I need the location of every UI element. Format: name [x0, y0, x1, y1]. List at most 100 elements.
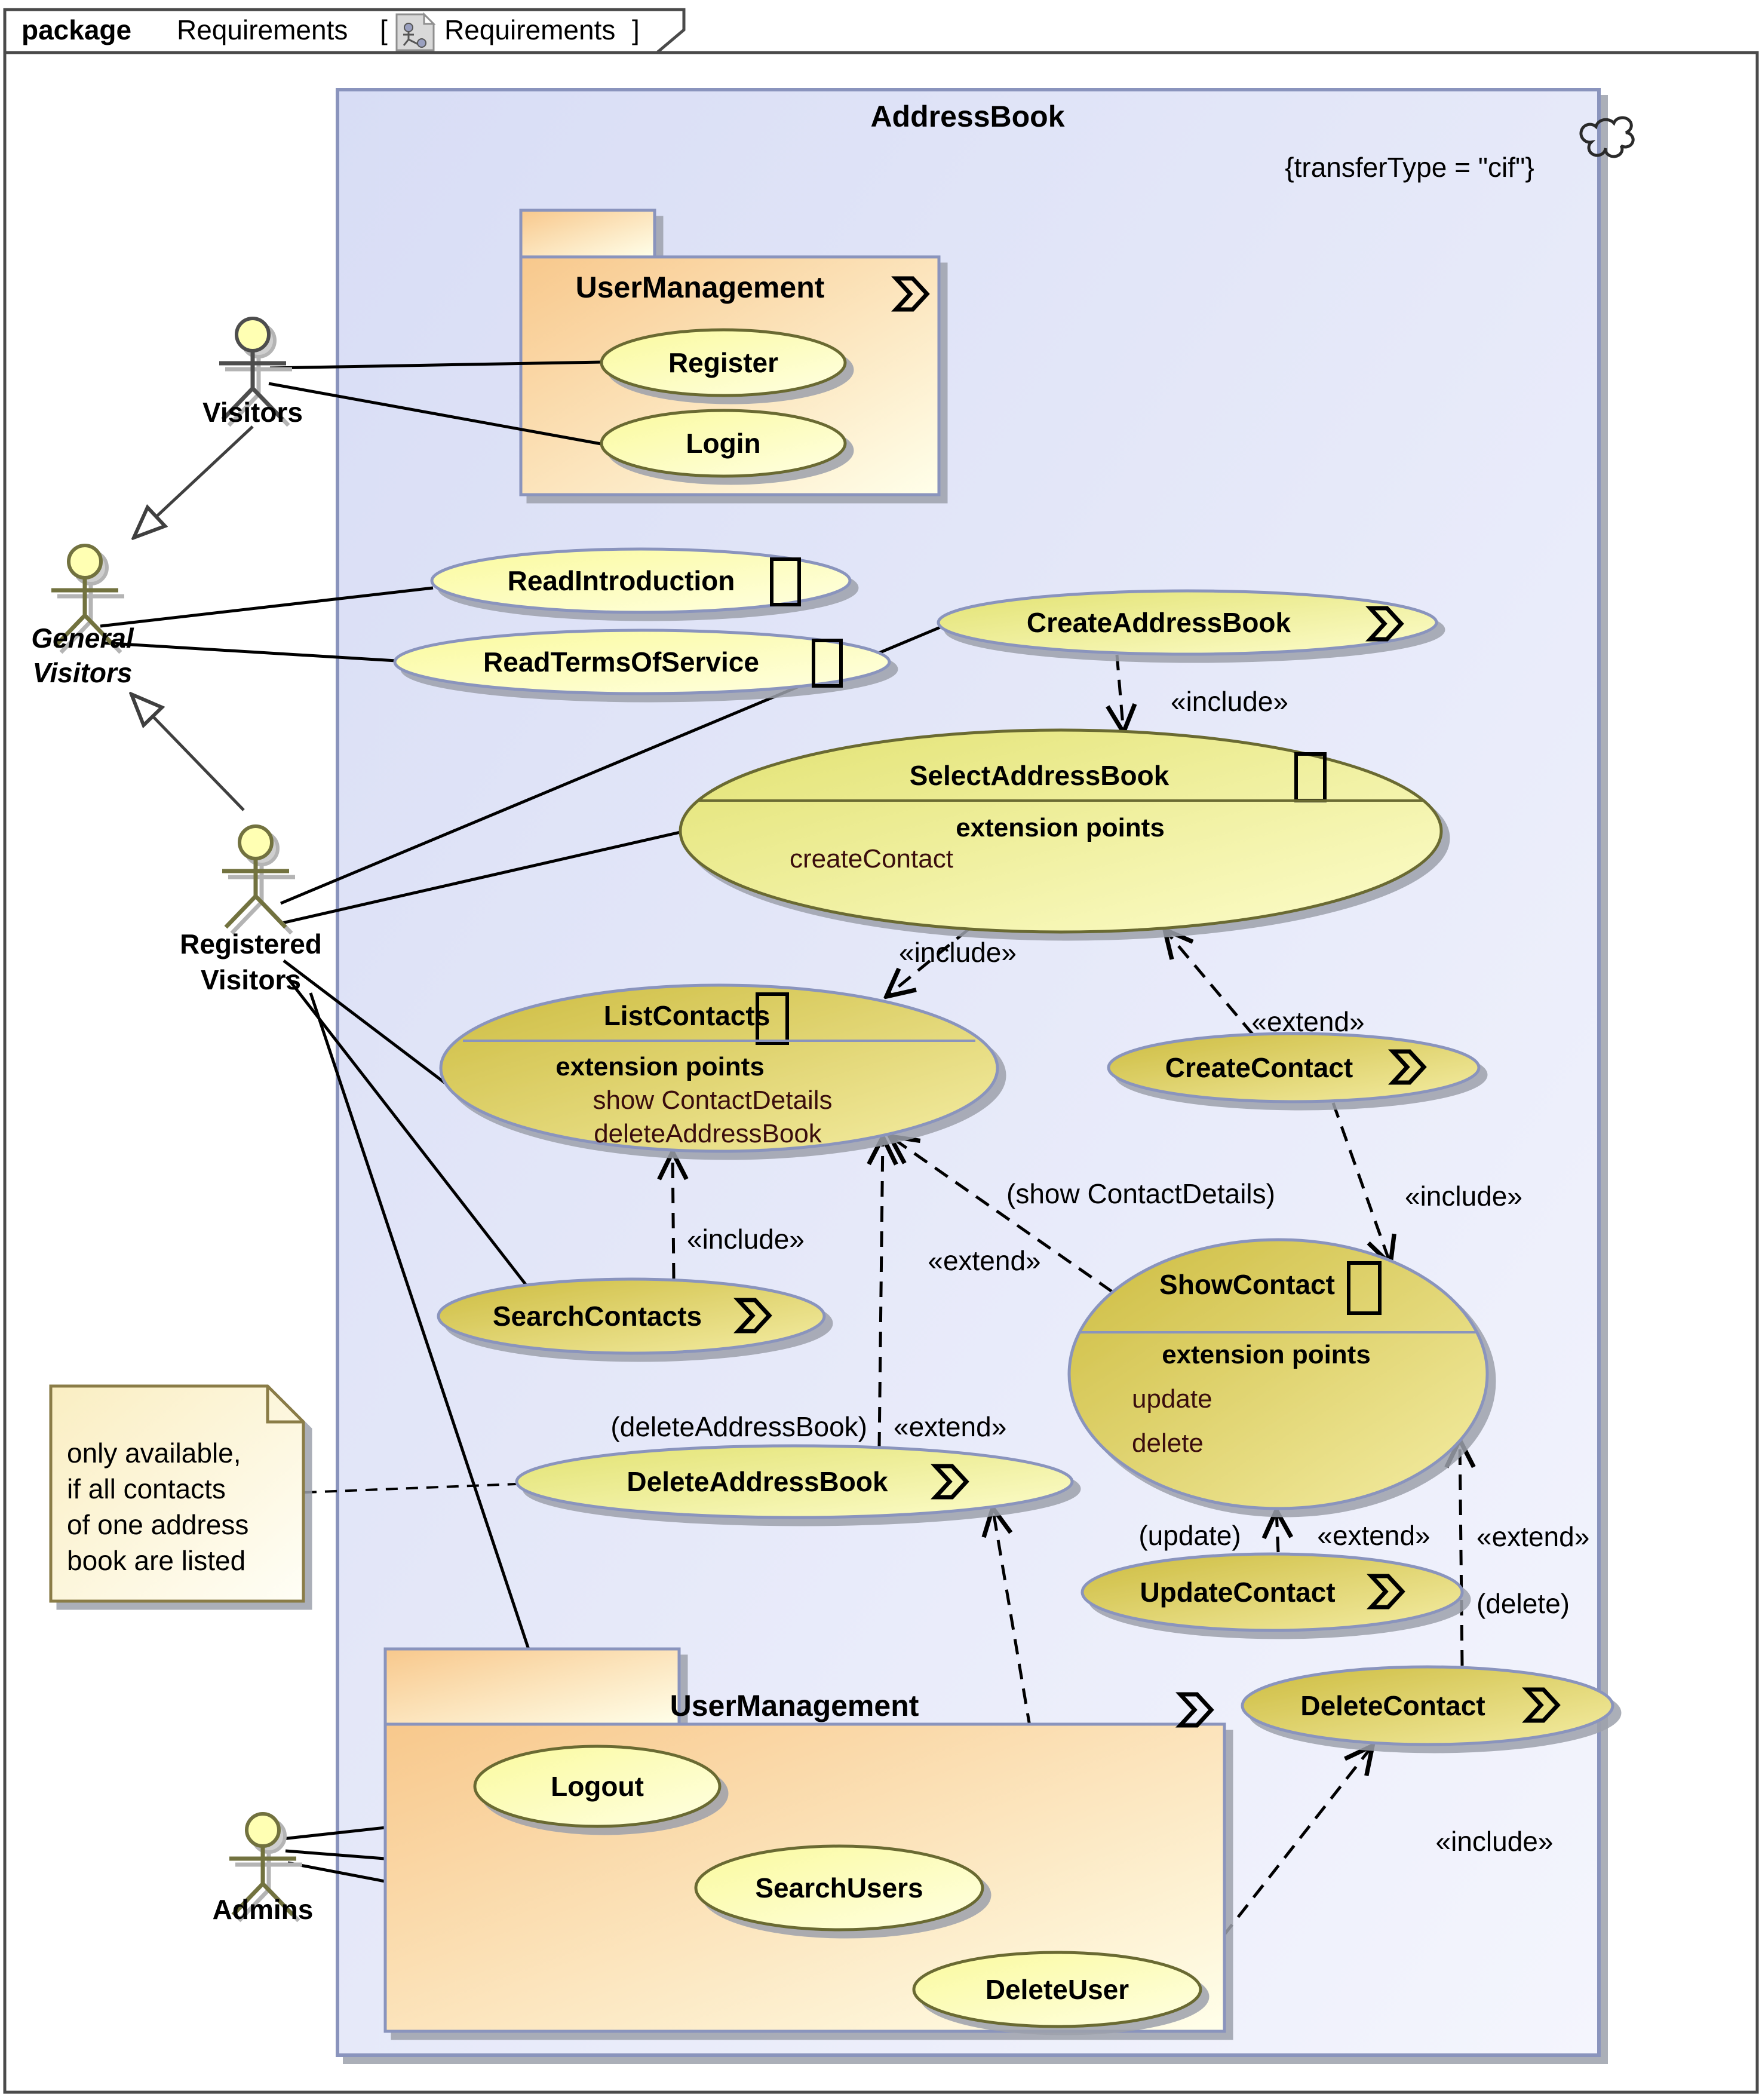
extension-point-delete: delete — [1132, 1428, 1204, 1458]
extend-label-1: «extend» — [1251, 1006, 1364, 1037]
include-label-1: «include» — [1171, 686, 1288, 717]
extension-points-keyword: extension points — [956, 813, 1165, 842]
note-anchor-line[interactable] — [304, 1483, 517, 1494]
use-case-select-address-book[interactable]: SelectAddressBook extension points creat… — [679, 728, 1443, 934]
actor-general-visitors[interactable]: General Visitors — [31, 545, 134, 688]
note-fold — [266, 1386, 303, 1424]
actor-visitors[interactable]: Visitors — [202, 318, 303, 428]
use-case-read-terms[interactable]: ReadTermsOfService — [393, 629, 891, 695]
use-case-update-contact[interactable]: UpdateContact — [1080, 1552, 1464, 1632]
frame-title: AddressBook — [870, 100, 1064, 133]
diagram-icon — [395, 12, 436, 51]
use-case-create-address-book-label: CreateAddressBook — [1027, 607, 1291, 638]
use-case-list-contacts-label: ListContacts — [604, 1000, 771, 1031]
use-case-delete-user-label: DeleteUser — [986, 1974, 1129, 2005]
use-case-read-terms-label: ReadTermsOfService — [483, 646, 759, 677]
note-line-2: if all contacts — [67, 1473, 226, 1504]
note-only-available[interactable]: only available, if all contacts of one a… — [49, 1384, 305, 1603]
actor-registered-visitors-label2: Visitors — [201, 964, 301, 995]
use-case-show-contact[interactable]: ShowContact extension points update dele… — [1067, 1238, 1489, 1510]
extend-updatecontact-showcontact[interactable] — [1276, 1510, 1278, 1553]
classifier-rect-icon — [1347, 1261, 1382, 1315]
classifier-rect-icon — [756, 992, 789, 1045]
diagram-header-tab[interactable] — [3, 8, 686, 54]
header-context-name: Requirements — [177, 14, 348, 45]
extension-points-keyword: extension points — [555, 1052, 765, 1081]
include-label-3: «include» — [687, 1224, 805, 1255]
generalization-registered-generalvisitors[interactable] — [131, 694, 245, 811]
generalization-visitors-generalvisitors[interactable] — [134, 425, 254, 538]
cloud-icon — [1579, 116, 1635, 158]
association-registered-listcontacts[interactable] — [283, 959, 475, 1106]
use-case-logout-label: Logout — [551, 1771, 644, 1802]
association-generalvisitors-readintroduction[interactable] — [100, 586, 434, 628]
include-selectaddressbook-listcontacts[interactable] — [886, 928, 970, 997]
include-searchcontacts-listcontacts[interactable] — [673, 1152, 674, 1279]
actor-admins-label: Admins — [213, 1894, 314, 1925]
extension-point-createcontact: createContact — [790, 844, 953, 873]
use-case-create-address-book[interactable]: CreateAddressBook — [937, 589, 1438, 656]
use-case-list-contacts[interactable]: ListContacts extension points show Conta… — [439, 983, 999, 1153]
use-case-show-contact-label: ShowContact — [1159, 1269, 1335, 1300]
extension-ref-update: (update) — [1138, 1520, 1241, 1551]
extension-points-keyword: extension points — [1162, 1340, 1371, 1369]
classifier-rect-icon — [812, 639, 843, 688]
include-createaddressbook-selectaddressbook[interactable] — [1117, 654, 1123, 732]
use-case-login-label: Login — [686, 428, 760, 459]
note-line-4: book are listed — [67, 1545, 245, 1576]
use-case-delete-user[interactable]: DeleteUser — [912, 1951, 1202, 2028]
include-createcontact-showcontact[interactable] — [1331, 1102, 1390, 1264]
extension-point-update: update — [1132, 1384, 1212, 1414]
actor-registered-visitors[interactable]: Registered Visitors — [180, 826, 322, 995]
diagram-outer-border — [3, 51, 1759, 2094]
association-generalvisitors-readterms[interactable] — [102, 641, 397, 663]
actor-admins[interactable]: Admins — [213, 1814, 314, 1925]
use-case-logout[interactable]: Logout — [473, 1745, 722, 1828]
extend-label-5: «extend» — [1476, 1521, 1589, 1552]
use-case-update-contact-label: UpdateContact — [1140, 1577, 1335, 1608]
extension-point-deleteaddressbook: deleteAddressBook — [594, 1119, 822, 1148]
use-case-select-address-book-label: SelectAddressBook — [910, 760, 1169, 791]
use-case-read-introduction[interactable]: ReadIntroduction — [430, 547, 852, 614]
use-case-create-contact-label: CreateContact — [1165, 1052, 1353, 1083]
extend-showcontact-listcontacts[interactable] — [890, 1136, 1113, 1293]
actor-visitors-label: Visitors — [202, 397, 303, 428]
use-case-register[interactable]: Register — [600, 328, 847, 397]
association-visitors-login[interactable] — [268, 382, 605, 446]
association-registered-selectaddressbook[interactable] — [281, 830, 683, 925]
use-case-search-users[interactable]: SearchUsers — [694, 1844, 984, 1932]
association-registered-logout[interactable] — [309, 992, 563, 1749]
use-case-search-users-label: SearchUsers — [755, 1872, 923, 1903]
extension-ref-delete: (delete) — [1476, 1588, 1570, 1619]
use-case-delete-address-book-label: DeleteAddressBook — [627, 1466, 888, 1497]
use-case-create-contact[interactable]: CreateContact — [1107, 1032, 1481, 1103]
use-case-search-contacts[interactable]: SearchContacts — [437, 1277, 826, 1355]
actor-registered-visitors-label1: Registered — [180, 928, 322, 959]
use-case-delete-contact-label: DeleteContact — [1300, 1690, 1485, 1721]
extension-ref-showcontactdetails: (show ContactDetails) — [1006, 1178, 1275, 1209]
package-bottom-title: UserManagement — [670, 1689, 919, 1722]
use-case-read-introduction-label: ReadIntroduction — [508, 565, 735, 596]
header-bracket-close: ] — [632, 14, 640, 45]
include-label-4: «include» — [1405, 1181, 1522, 1212]
association-registered-searchcontacts[interactable] — [286, 976, 527, 1286]
header-keyword: package — [22, 14, 131, 45]
package-top-title: UserManagement — [576, 271, 825, 304]
extend-deletecontact-showcontact[interactable] — [1460, 1440, 1462, 1666]
extension-point-showcontactdetails: show ContactDetails — [593, 1086, 832, 1115]
extend-label-3: «extend» — [894, 1411, 1006, 1442]
use-case-delete-address-book[interactable]: DeleteAddressBook — [515, 1444, 1074, 1519]
extend-deleteaddressbook-listcontacts[interactable] — [879, 1137, 883, 1448]
use-case-login[interactable]: Login — [600, 409, 847, 478]
use-case-delete-contact[interactable]: DeleteContact — [1241, 1665, 1614, 1746]
actor-general-visitors-label2: Visitors — [32, 657, 132, 688]
extend-label-4: «extend» — [1317, 1520, 1430, 1551]
frame-constraint: {transferType = "cif"} — [1285, 152, 1534, 183]
classifier-rect-icon — [770, 557, 801, 606]
extend-createcontact-selectaddressbook[interactable] — [1165, 930, 1254, 1036]
note-line-3: of one address — [67, 1509, 248, 1540]
association-visitors-register[interactable] — [269, 360, 603, 370]
extend-label-2: «extend» — [928, 1245, 1040, 1276]
